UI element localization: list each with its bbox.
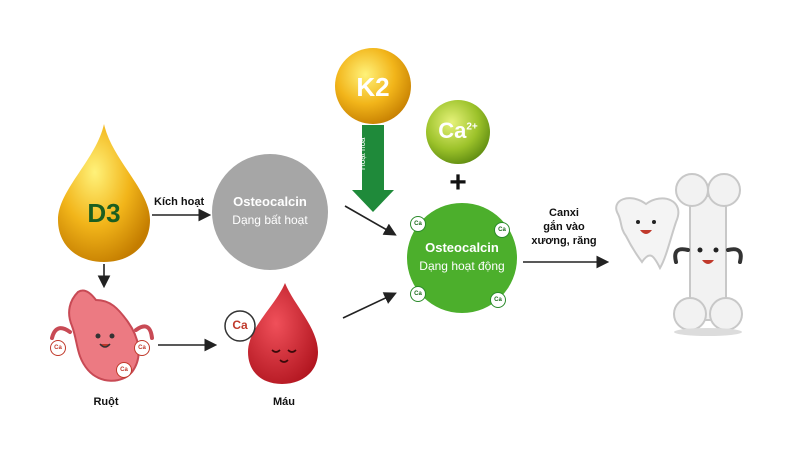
osteocalcin-active-circle [407, 203, 517, 313]
intestine-icon [50, 289, 154, 382]
arrow-inactive-to-active [344, 205, 397, 236]
arrow-blood-to-active [342, 292, 397, 319]
tooth-icon [615, 197, 680, 271]
osteocalcin-active-label: Osteocalcin Dạng hoạt động [407, 240, 517, 273]
d3-drop [58, 124, 150, 262]
blood-label: Máu [273, 396, 295, 408]
bone-binding-line1: Canxi [549, 207, 579, 219]
osteocalcin-active-title: Osteocalcin [425, 240, 499, 255]
bone-icon [673, 173, 743, 336]
ca-chip-active-3: Ca [410, 286, 426, 302]
osteocalcin-active-subtitle: Dạng hoạt động [419, 259, 505, 273]
k2-ball [335, 48, 411, 124]
blood-ca-bubble [224, 310, 256, 342]
blood-ca-label: Ca [232, 318, 248, 332]
ca-ion-symbol: Ca [438, 118, 467, 143]
osteocalcin-inactive-label: Osteocalcin Dạng bất hoạt [212, 194, 328, 227]
activate-label: Kích hoạt [154, 196, 205, 208]
ca-chip-intestine-3: Ca [134, 340, 150, 356]
ca-chip-intestine-1: Ca [50, 340, 66, 356]
ca-chip-active-4: Ca [490, 292, 506, 308]
plus-sign: + [449, 166, 467, 199]
bone-binding-line2: gắn vào [543, 221, 585, 233]
ca-chip-active-2: Ca [494, 222, 510, 238]
ca-ion-charge: 2+ [466, 121, 478, 133]
blood-drop [248, 283, 318, 384]
ca-ion-label: Ca2+ [428, 118, 488, 144]
ca-chip-intestine-2: Ca [116, 362, 132, 378]
ca-ion-ball [426, 100, 490, 164]
bone-binding-label: Canxi gắn vào xương, răng [524, 206, 604, 248]
osteocalcin-inactive-subtitle: Dạng bất hoạt [232, 213, 308, 227]
bone-binding-line3: xương, răng [531, 235, 597, 247]
k2-activation-arrow [352, 125, 394, 212]
osteocalcin-inactive-circle [212, 154, 328, 270]
osteocalcin-inactive-title: Osteocalcin [233, 194, 307, 209]
intestine-label: Ruột [93, 396, 119, 408]
k2-activate-label: Hoạt hóa [358, 137, 367, 170]
d3-label: D3 [87, 198, 121, 228]
ca-chip-active-1: Ca [410, 216, 426, 232]
k2-label: K2 [356, 72, 390, 102]
